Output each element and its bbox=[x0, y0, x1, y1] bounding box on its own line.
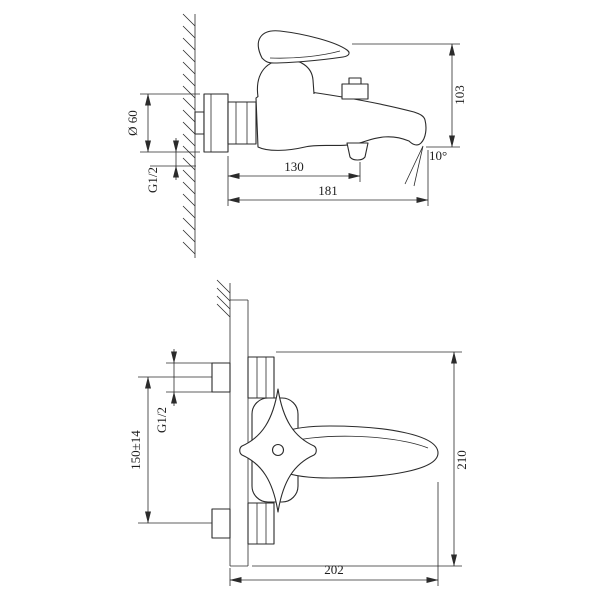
check-valve-cap bbox=[348, 77, 362, 85]
dim-centers-150: 150±14 bbox=[128, 376, 212, 524]
dim-thread-front: G1/2 bbox=[154, 349, 212, 433]
dim-centers-150-label: 150±14 bbox=[128, 430, 143, 470]
check-valve bbox=[341, 83, 369, 100]
dim-reach-181-label: 181 bbox=[318, 183, 338, 198]
dim-thread-side-label: G1/2 bbox=[145, 167, 160, 193]
side-view: Ø 60 G1/2 103 130 181 bbox=[125, 13, 467, 258]
spout-front-center bbox=[271, 443, 285, 457]
dim-width-202-label: 202 bbox=[324, 562, 344, 577]
connection-nut bbox=[227, 101, 257, 145]
front-view: G1/2 150±14 210 202 bbox=[128, 279, 469, 586]
dim-angle-10: 10° bbox=[404, 145, 447, 187]
dim-height-103: 103 bbox=[352, 43, 467, 148]
bottom-union bbox=[211, 502, 275, 545]
wall-hatching-front bbox=[216, 279, 231, 318]
mount-column bbox=[230, 299, 249, 567]
wall-stub bbox=[194, 111, 205, 135]
dim-reach-130-label: 130 bbox=[284, 159, 304, 174]
dim-height-103-label: 103 bbox=[452, 85, 467, 105]
faucet-body-spout bbox=[255, 88, 427, 151]
lever-front bbox=[267, 425, 439, 479]
wall-hatching bbox=[182, 13, 196, 255]
dim-diameter-label: Ø 60 bbox=[125, 110, 140, 136]
dim-width-202: 202 bbox=[229, 482, 439, 586]
handle-lever bbox=[257, 30, 350, 64]
dim-thread-side: G1/2 bbox=[145, 138, 196, 193]
diverter-knob bbox=[346, 142, 369, 161]
dim-reach-130: 130 bbox=[227, 156, 361, 206]
nut-facet-lines bbox=[235, 102, 248, 144]
top-union bbox=[211, 356, 275, 399]
handle-dome bbox=[256, 59, 315, 98]
dim-angle-10-label: 10° bbox=[429, 148, 447, 163]
dim-thread-front-label: G1/2 bbox=[154, 407, 169, 433]
handle-lever-inner-line bbox=[269, 50, 341, 59]
mounting-flange bbox=[203, 93, 229, 153]
dim-diameter: Ø 60 bbox=[125, 93, 200, 153]
dim-height-210: 210 bbox=[252, 351, 469, 567]
dim-reach-181: 181 bbox=[227, 150, 429, 206]
dim-height-210-label: 210 bbox=[454, 450, 469, 470]
